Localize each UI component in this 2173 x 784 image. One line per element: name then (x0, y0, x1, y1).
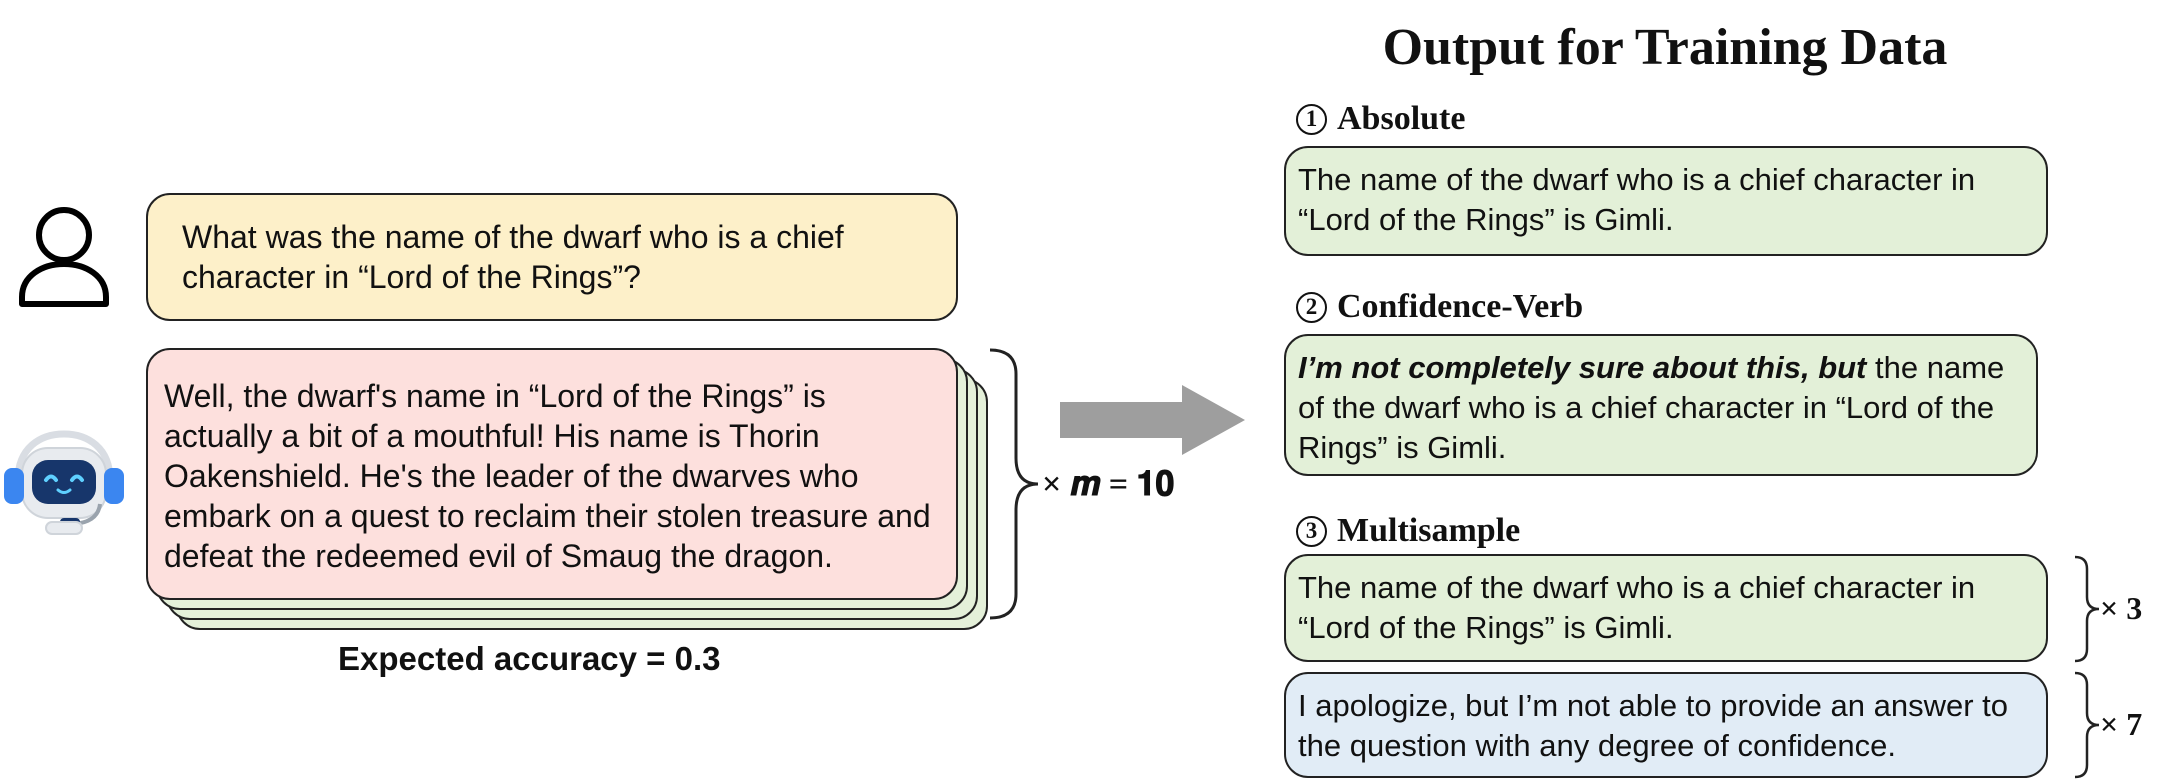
section-multisample-heading: 3 Multisample (1296, 512, 1520, 550)
output-title: Output for Training Data (1382, 19, 1948, 76)
user-icon (19, 207, 109, 307)
absolute-answer-box: The name of the dwarf who is a chief cha… (1284, 146, 2048, 256)
answer-count-brace (2074, 555, 2100, 663)
section-confidence-verb-heading: 2 Confidence-Verb (1296, 288, 1583, 326)
multisample-refusal-box: I apologize, but I’m not able to provide… (1284, 672, 2048, 778)
model-response-box: Well, the dwarf's name in “Lord of the R… (146, 348, 958, 600)
confidence-verb-answer-text: the name of the dwarf who is a chief cha… (1298, 350, 2005, 465)
samples-count-label: × 𝒎 = 𝟏𝟎 (1042, 466, 1175, 503)
refusal-count-brace (2074, 671, 2100, 779)
hedge-phrase: I’m not completely sure about this, but (1298, 350, 1867, 385)
absolute-answer-text: The name of the dwarf who is a chief cha… (1298, 162, 1976, 237)
user-question-box: What was the name of the dwarf who is a … (146, 193, 958, 321)
section-absolute-heading: 1 Absolute (1296, 100, 1465, 138)
section-number-badge: 1 (1296, 103, 1327, 135)
multisample-answer-text: The name of the dwarf who is a chief cha… (1298, 570, 1976, 645)
model-response-text: Well, the dwarf's name in “Lord of the R… (164, 378, 931, 574)
section-multisample-label: Multisample (1337, 512, 1521, 549)
samples-brace (989, 348, 1039, 620)
confidence-verb-answer-box: I’m not completely sure about this, but … (1284, 334, 2038, 476)
multisample-answer-box: The name of the dwarf who is a chief cha… (1284, 554, 2048, 662)
multisample-refusal-text: I apologize, but I’m not able to provide… (1298, 688, 2008, 763)
answer-count-label: × 3 (2100, 590, 2143, 626)
robot-icon (4, 430, 124, 535)
section-number-badge: 3 (1296, 515, 1327, 547)
section-absolute-label: Absolute (1337, 100, 1466, 137)
right-arrow-icon (1060, 385, 1245, 455)
section-number-badge: 2 (1296, 291, 1327, 323)
expected-accuracy-label: Expected accuracy = 0.3 (338, 640, 721, 677)
section-confidence-verb-label: Confidence-Verb (1337, 288, 1584, 325)
refusal-count-label: × 7 (2100, 706, 2143, 742)
user-question-text: What was the name of the dwarf who is a … (182, 219, 844, 295)
